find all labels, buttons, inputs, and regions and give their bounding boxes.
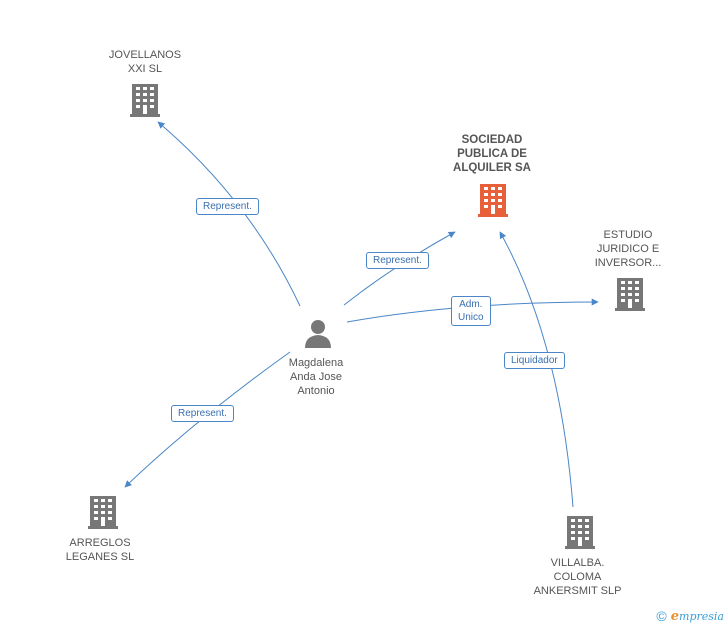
building-icon[interactable] [478,184,508,217]
person-icon[interactable] [305,320,331,348]
edge-label-represent: Represent. [366,252,429,269]
building-icon[interactable] [615,278,645,311]
brand-logo[interactable]: empresia [670,608,724,624]
node-label-arreglos[interactable]: ARREGLOS LEGANES SL [65,537,135,563]
edge-label-represent: Represent. [171,405,234,422]
edge-label-liquidador: Liquidador [504,352,565,369]
edge-label-adm-unico: Adm. Unico [451,296,491,326]
building-icon[interactable] [88,496,118,529]
node-label-villalba[interactable]: VILLALBA. COLOMA ANKERSMIT SLP [533,557,622,597]
edge-villalba-sociedad [499,231,574,508]
node-label-jovellanos[interactable]: JOVELLANOS XXI SL [108,49,182,75]
building-icon[interactable] [130,84,160,117]
node-label-magdalena[interactable]: Magdalena Anda Jose Antonio [288,357,344,397]
node-label-sociedad[interactable]: SOCIEDAD PUBLICA DE ALQUILER SA [453,134,531,174]
building-icon[interactable] [565,516,595,549]
node-label-estudio[interactable]: ESTUDIO JURIDICO E INVERSOR... [594,229,662,269]
edge-label-represent: Represent. [196,198,259,215]
copyright-icon: © [656,608,667,624]
footer-brand: © empresia [656,608,724,624]
